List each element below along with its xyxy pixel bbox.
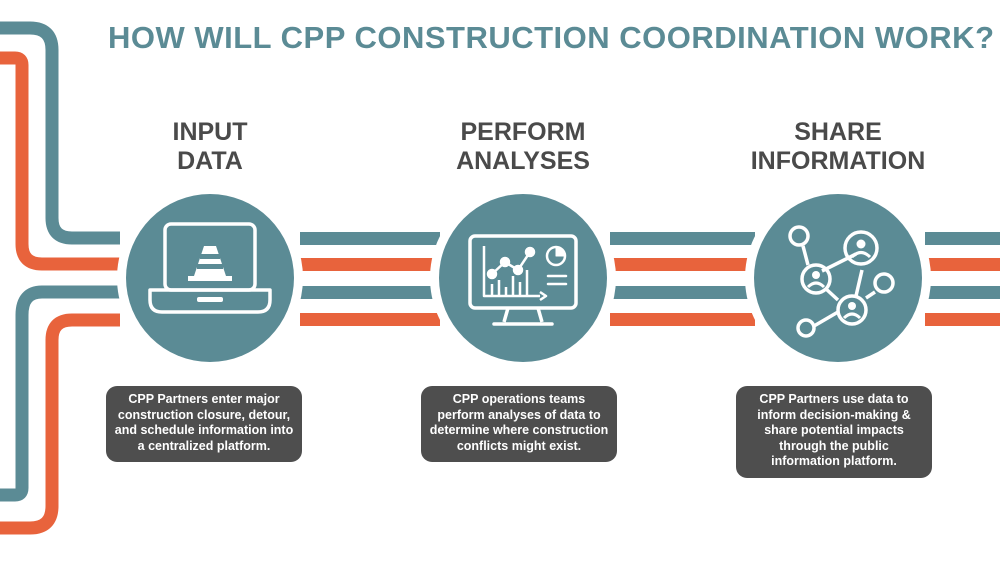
step-title-line: SHARE	[794, 118, 882, 146]
step-title-perform-analyses: PERFORM ANALYSES	[413, 118, 633, 176]
step-title-line: DATA	[177, 147, 243, 175]
page-title: HOW WILL CPP CONSTRUCTION COORDINATION W…	[108, 20, 995, 55]
step-title-share-information: SHARE INFORMATION	[728, 118, 948, 176]
step-title-input-data: INPUT DATA	[100, 118, 320, 176]
step-description-share-information: CPP Partners use data to inform decision…	[736, 386, 932, 478]
people-network-icon	[788, 225, 895, 338]
left-teal-pipe-bottom	[0, 285, 120, 502]
step-title-line: ANALYSES	[456, 147, 590, 175]
left-teal-pipe-top	[0, 21, 120, 245]
step-title-line: INFORMATION	[750, 147, 926, 175]
step-description-perform-analyses: CPP operations teams perform analyses of…	[421, 386, 617, 462]
stripes-2	[610, 232, 755, 326]
stripes-3	[925, 232, 1000, 326]
step-title-line: PERFORM	[460, 118, 586, 146]
left-orange-pipe-bottom	[0, 313, 120, 535]
step-title-line: INPUT	[172, 118, 248, 146]
monitor-analytics-chart-icon	[468, 234, 578, 326]
laptop-traffic-cone-icon	[148, 222, 272, 314]
left-orange-pipe-top	[0, 51, 120, 271]
step-description-input-data: CPP Partners enter major construction cl…	[106, 386, 302, 462]
stripes-1	[300, 232, 440, 326]
